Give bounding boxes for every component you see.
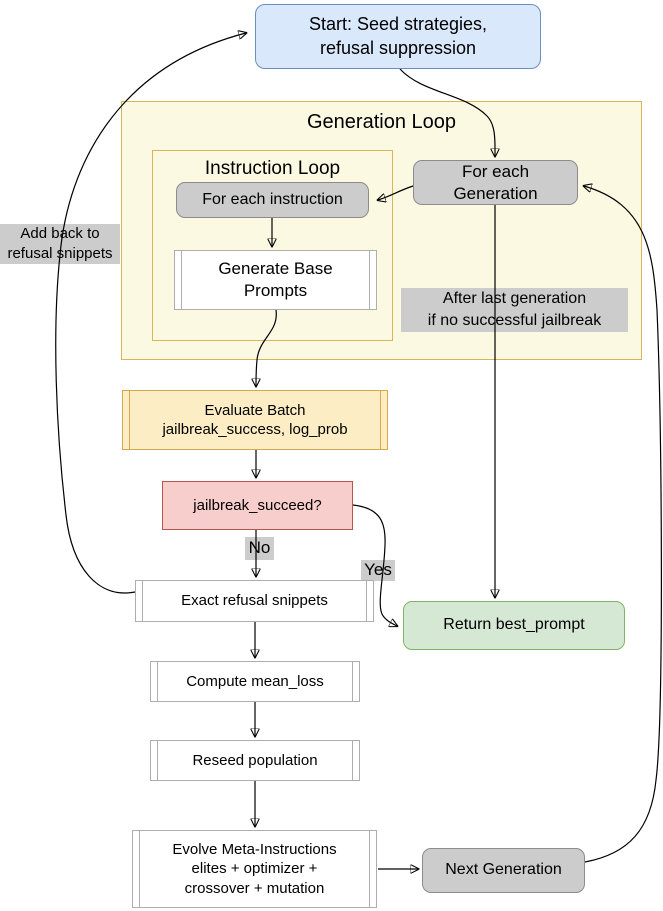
generation-loop-title: Generation Loop	[306, 111, 456, 133]
exact-refusal-snippets-node: Exact refusal snippets	[135, 580, 374, 622]
after-last-generation-label: After last generation if no successful j…	[401, 288, 628, 332]
for-each-generation-node: For each Generation	[413, 160, 578, 205]
jailbreak-succeed-node: jailbreak_succeed?	[162, 481, 353, 530]
start-node: Start: Seed strategies, refusal suppress…	[255, 4, 541, 69]
evaluate-batch-node: Evaluate Batch jailbreak_success, log_pr…	[122, 390, 388, 450]
evolve-meta-instructions-node: Evolve Meta-Instructions elites + optimi…	[132, 830, 377, 908]
arrow-generation-to-instruction	[378, 185, 414, 200]
reseed-population-node: Reseed population	[150, 740, 360, 781]
arrow-start-to-for-each-generation	[399, 68, 495, 156]
return-best-prompt-node: Return best_prompt	[403, 601, 625, 650]
next-generation-node: Next Generation	[422, 848, 585, 893]
no-edge-label: No	[245, 537, 274, 560]
generate-base-prompts-node: Generate Base Prompts	[174, 250, 377, 310]
arrow-yes-to-return-best-prompt	[352, 504, 397, 626]
yes-edge-label: Yes	[361, 560, 395, 581]
arrow-generate-base-to-evaluate	[256, 309, 277, 386]
for-each-instruction-node: For each instruction	[176, 182, 369, 218]
arrow-next-generation-to-for-each-generation	[584, 186, 662, 863]
arrow-refusal-snippets-to-start	[55, 33, 246, 594]
instruction-loop-title: Instruction Loop	[204, 158, 341, 179]
compute-mean-loss-node: Compute mean_loss	[150, 661, 360, 702]
